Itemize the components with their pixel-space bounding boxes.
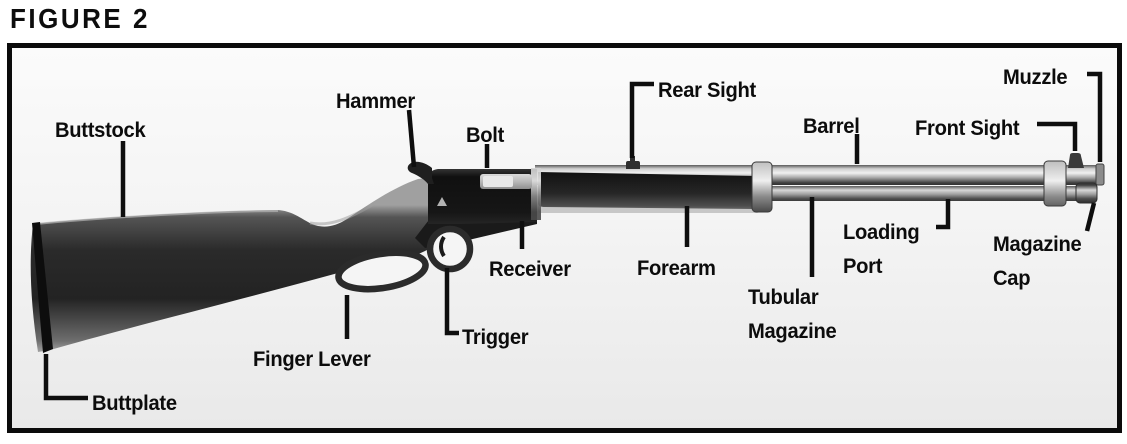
part-label-forearm: Forearm [637, 257, 716, 280]
leader-front-sight [1037, 121, 1078, 151]
trigger-guard-ring [426, 225, 474, 273]
receiver-mark [437, 197, 447, 206]
part-label-buttplate: Buttplate [92, 392, 177, 415]
part-label-rear-sight: Rear Sight [658, 79, 756, 102]
part-label-bolt: Bolt [466, 124, 505, 147]
buttstock-top-sheen [35, 210, 279, 225]
bolt-highlight [483, 176, 513, 187]
leader-hammer [406, 109, 417, 168]
receiver-front-strip [531, 168, 541, 220]
leader-muzzle [1087, 71, 1103, 162]
barrel-band [751, 161, 773, 213]
photo-frame: Buttstock Hammer Bolt Rear Sight Barrel … [7, 43, 1122, 433]
rifle-illustration [30, 71, 1105, 401]
part-label-trigger: Trigger [462, 326, 529, 349]
part-label-hammer: Hammer [336, 90, 415, 113]
finger-lever-shape [335, 249, 429, 293]
part-label-tubular-magazine: Tubular Magazine [748, 286, 837, 343]
part-label-finger-lever: Finger Lever [253, 348, 371, 371]
part-label-buttstock: Buttstock [55, 119, 146, 142]
leader-magazine-cap [1084, 202, 1097, 232]
wrist-sheen [309, 202, 375, 226]
part-label-front-sight: Front Sight [915, 117, 1020, 140]
part-label-muzzle: Muzzle [1003, 66, 1068, 89]
forearm-shape [538, 172, 758, 209]
leader-trigger [444, 268, 459, 336]
muzzle-shape [1095, 163, 1105, 186]
rear-sight-shape [626, 156, 640, 169]
buttstock-shape [30, 177, 434, 352]
leader-loading-port [936, 199, 951, 230]
part-label-loading-port: Loading Port [843, 221, 920, 278]
front-band [1043, 160, 1067, 207]
magazine-cap-shape [1075, 182, 1098, 204]
part-label-magazine-cap: Magazine Cap [993, 233, 1082, 290]
hammer-shape [407, 161, 434, 184]
trigger-shape [439, 235, 446, 258]
buttplate-shape [32, 222, 53, 353]
part-label-receiver: Receiver [489, 258, 571, 281]
front-sight-shape [1068, 153, 1084, 168]
leader-rear-sight [629, 81, 654, 158]
figure-title: FIGURE 2 [10, 2, 150, 35]
part-label-barrel: Barrel [803, 115, 860, 138]
leader-buttplate [43, 354, 88, 401]
